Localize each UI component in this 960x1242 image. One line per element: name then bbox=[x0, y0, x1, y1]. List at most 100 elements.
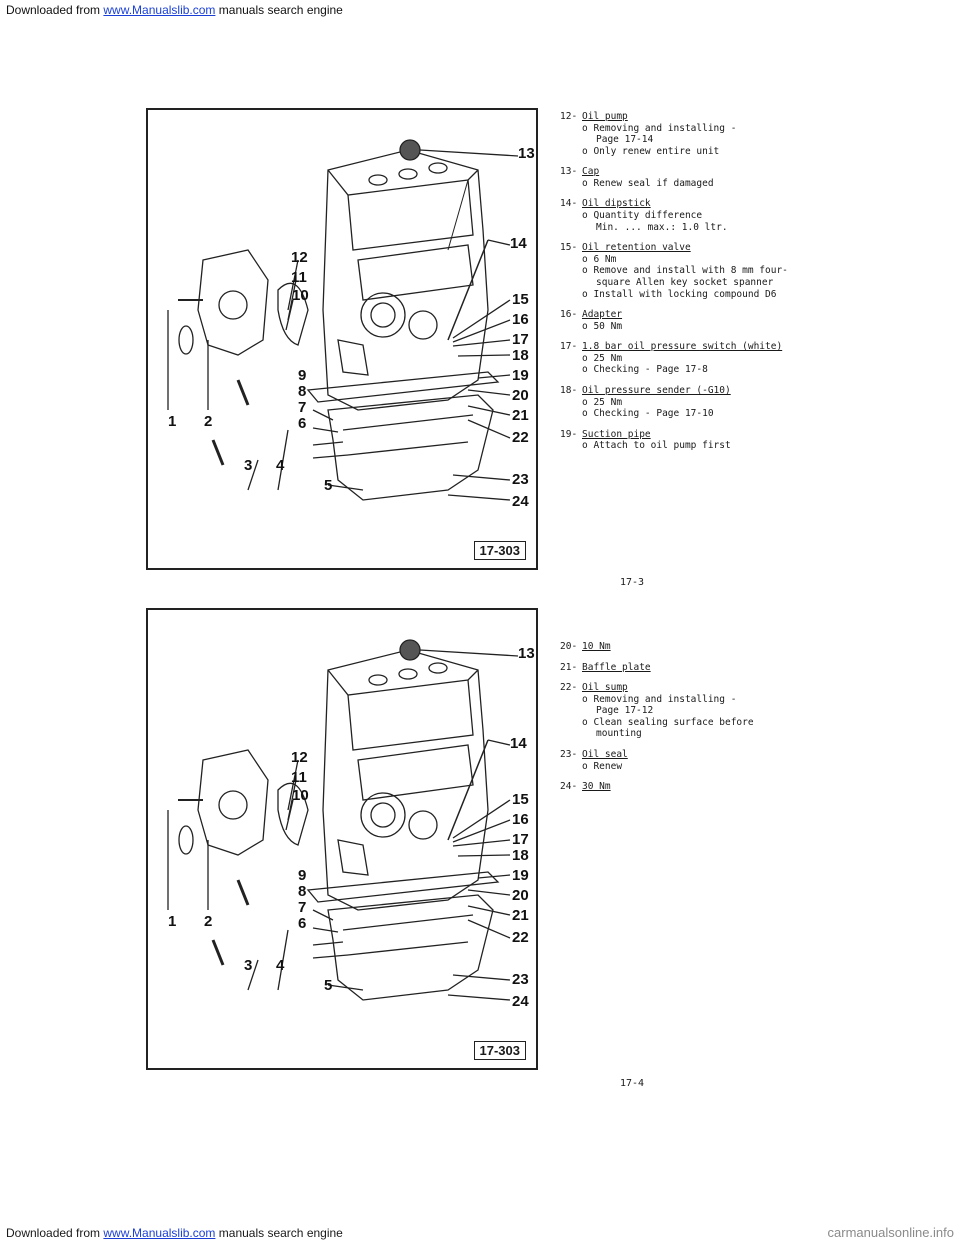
item-number: 17- bbox=[560, 341, 578, 353]
item-note: o Attach to oil pump first bbox=[582, 440, 731, 452]
item-title: Adapter bbox=[582, 309, 623, 321]
item-note: Page 17-12 bbox=[596, 705, 654, 717]
figure-code: 17-303 bbox=[473, 541, 526, 560]
callout-23: 23 bbox=[512, 471, 529, 488]
item-note: o Renew bbox=[582, 760, 623, 772]
item-note: o 6 Nm bbox=[582, 253, 617, 265]
item-note: o Remove and install with 8 mm four- bbox=[582, 265, 788, 277]
top-banner: Downloaded from www.Manualslib.com manua… bbox=[6, 3, 343, 17]
page-number: 17-4 bbox=[620, 1078, 645, 1089]
callout-20: 20 bbox=[512, 887, 529, 904]
engine-drawing bbox=[167, 639, 519, 1001]
callout-4: 4 bbox=[276, 957, 285, 974]
item-note: o 25 Nm bbox=[582, 352, 623, 364]
callout-15: 15 bbox=[512, 291, 529, 308]
callout-11: 11 bbox=[291, 269, 307, 286]
callout-8: 8 bbox=[298, 383, 307, 400]
item-title: Oil sump bbox=[582, 682, 628, 694]
item-title: Oil dipstick bbox=[582, 198, 651, 210]
item-number: 13- bbox=[560, 166, 578, 178]
engine-drawing bbox=[167, 139, 519, 501]
item-title: Suction pipe bbox=[582, 428, 651, 440]
legend-item: 17-1.8 bar oil pressure switch (white)o … bbox=[560, 341, 810, 376]
item-note: o Checking - Page 17-8 bbox=[582, 364, 708, 376]
item-title: Oil retention valve bbox=[582, 242, 691, 254]
item-note: o Quantity difference bbox=[582, 210, 703, 222]
callout-5: 5 bbox=[324, 477, 333, 494]
item-number: 12- bbox=[560, 111, 578, 122]
callout-23: 23 bbox=[512, 971, 529, 988]
callout-14: 14 bbox=[510, 235, 527, 252]
callout-3: 3 bbox=[244, 457, 253, 474]
item-note: square Allen key socket spanner bbox=[596, 276, 774, 288]
legend-item: 21-Baffle plate bbox=[560, 662, 810, 674]
legend-item: 20-10 Nm bbox=[560, 641, 810, 653]
callout-1: 1 bbox=[168, 413, 177, 430]
manualslib-link[interactable]: www.Manualslib.com bbox=[103, 3, 216, 17]
item-note: o Clean sealing surface before bbox=[582, 716, 754, 728]
callout-21: 21 bbox=[512, 907, 529, 924]
page-number: 17-3 bbox=[620, 577, 645, 588]
callout-10: 10 bbox=[292, 787, 309, 804]
item-title: Cap bbox=[582, 166, 600, 178]
callout-13: 13 bbox=[518, 645, 535, 662]
footer: Downloaded from www.Manualslib.com manua… bbox=[0, 1222, 960, 1242]
item-number: 22- bbox=[560, 682, 578, 694]
manualslib-link[interactable]: www.Manualslib.com bbox=[103, 1226, 216, 1240]
callout-7: 7 bbox=[298, 899, 307, 916]
callout-2: 2 bbox=[204, 913, 213, 930]
item-note: o Only renew entire unit bbox=[582, 145, 720, 157]
item-note: o 25 Nm bbox=[582, 396, 623, 408]
callout-4: 4 bbox=[276, 457, 285, 474]
callout-19: 19 bbox=[512, 367, 529, 384]
item-title: 10 Nm bbox=[582, 641, 611, 652]
item-number: 14- bbox=[560, 198, 578, 210]
callout-6: 6 bbox=[298, 415, 307, 432]
item-number: 21- bbox=[560, 661, 578, 673]
item-number: 15- bbox=[560, 242, 578, 254]
callout-15: 15 bbox=[512, 791, 529, 808]
callout-8: 8 bbox=[298, 883, 307, 900]
callout-12: 12 bbox=[291, 749, 308, 766]
item-title: Oil seal bbox=[582, 749, 628, 761]
callout-14: 14 bbox=[510, 735, 527, 752]
item-note: o Removing and installing - bbox=[582, 693, 737, 705]
item-note: mounting bbox=[596, 728, 642, 740]
callout-16: 16 bbox=[512, 311, 529, 328]
item-title: Oil pressure sender (-G10) bbox=[582, 384, 731, 396]
item-number: 19- bbox=[560, 428, 578, 440]
item-note: o Checking - Page 17-10 bbox=[582, 408, 714, 420]
callout-18: 18 bbox=[512, 847, 529, 864]
item-title: Oil pump bbox=[582, 111, 628, 122]
callout-1: 1 bbox=[168, 913, 177, 930]
callout-16: 16 bbox=[512, 811, 529, 828]
watermark: carmanualsonline.info bbox=[827, 1225, 954, 1240]
callout-3: 3 bbox=[244, 957, 253, 974]
callout-2: 2 bbox=[204, 413, 213, 430]
callout-17: 17 bbox=[512, 831, 529, 848]
item-number: 23- bbox=[560, 749, 578, 761]
callout-9: 9 bbox=[298, 867, 307, 884]
callout-5: 5 bbox=[324, 977, 333, 994]
item-note: Min. ... max.: 1.0 ltr. bbox=[596, 221, 728, 233]
callout-18: 18 bbox=[512, 347, 529, 364]
item-note: o Renew seal if damaged bbox=[582, 177, 714, 189]
callout-11: 11 bbox=[291, 769, 307, 786]
callout-7: 7 bbox=[298, 399, 307, 416]
callout-19: 19 bbox=[512, 867, 529, 884]
item-title: 1.8 bar oil pressure switch (white) bbox=[582, 341, 783, 353]
item-number: 24- bbox=[560, 781, 578, 793]
callout-10: 10 bbox=[292, 287, 309, 304]
callout-12: 12 bbox=[291, 249, 308, 266]
callout-22: 22 bbox=[512, 429, 529, 446]
